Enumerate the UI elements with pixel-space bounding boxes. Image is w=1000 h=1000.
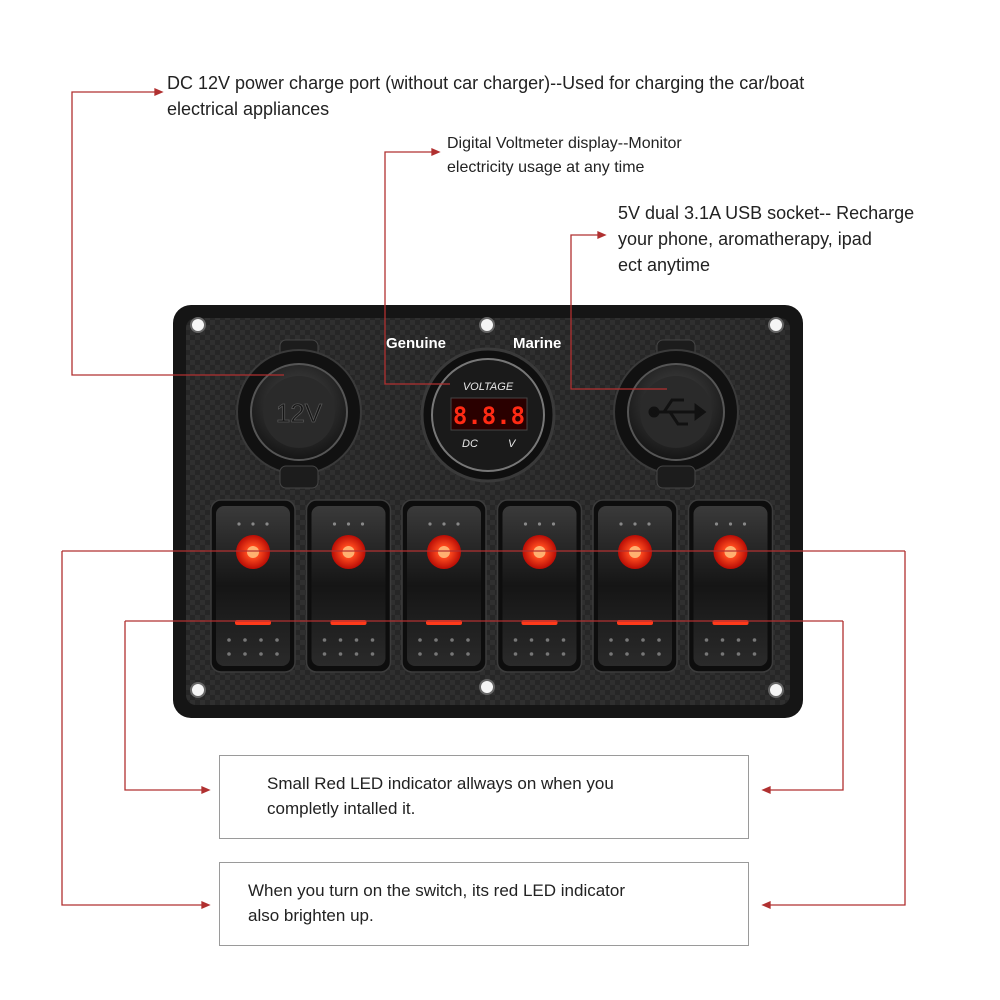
rocker-switch-4[interactable] bbox=[496, 499, 583, 673]
voltmeter-v: V bbox=[508, 438, 517, 450]
switch-on-callout: When you turn on the switch, its red LED… bbox=[219, 862, 749, 946]
rocker-switch-1[interactable] bbox=[210, 499, 296, 673]
screw-icon bbox=[190, 317, 784, 698]
rocker-switch-3[interactable] bbox=[401, 499, 487, 673]
usb-caption-line-3: ect anytime bbox=[618, 255, 711, 275]
digital-voltmeter: VOLTAGE 8.8.8 DC V bbox=[420, 347, 556, 483]
brand-genuine: Genuine bbox=[386, 335, 446, 352]
voltmeter-caption-line-2: electricity usage at any time bbox=[447, 159, 645, 176]
brand-marine: Marine bbox=[513, 335, 561, 352]
voltmeter-caption: Digital Voltmeter display--Monitor elect… bbox=[447, 132, 682, 180]
dc-port-caption: DC 12V power charge port (without car ch… bbox=[167, 70, 804, 122]
dc-port-caption-line-2: electrical appliances bbox=[167, 99, 330, 119]
voltmeter-caption-line-1: Digital Voltmeter display--Monitor bbox=[447, 135, 682, 152]
dc-port-caption-line-1: DC 12V power charge port (without car ch… bbox=[167, 73, 805, 93]
voltmeter-label: VOLTAGE bbox=[463, 381, 514, 393]
switch-on-line-2: also brighten up. bbox=[248, 906, 374, 925]
voltmeter-dc: DC bbox=[462, 438, 478, 450]
led-always-on-line-2: completly intalled it. bbox=[267, 799, 416, 818]
led-always-on-callout: Small Red LED indicator allways on when … bbox=[219, 755, 749, 839]
rocker-switch-2[interactable] bbox=[305, 499, 392, 673]
voltmeter-reading: 8.8.8 bbox=[453, 402, 525, 430]
rocker-switch-5[interactable] bbox=[592, 499, 678, 673]
annotation-lines bbox=[61, 88, 906, 909]
usb-caption: 5V dual 3.1A USB socket-- Recharge your … bbox=[618, 200, 914, 278]
power-socket-12v[interactable]: 12V bbox=[236, 339, 362, 489]
rocker-switch-6[interactable] bbox=[687, 499, 774, 673]
usb-icon bbox=[648, 398, 707, 426]
usb-socket[interactable] bbox=[613, 339, 739, 489]
usb-caption-line-2: your phone, aromatherapy, ipad bbox=[618, 229, 872, 249]
rocker-switch-row bbox=[210, 499, 774, 673]
usb-caption-line-1: 5V dual 3.1A USB socket-- Recharge bbox=[618, 203, 915, 223]
socket-12v-label: 12V bbox=[276, 398, 323, 428]
switch-on-line-1: When you turn on the switch, its red LED… bbox=[248, 881, 626, 900]
led-always-on-line-1: Small Red LED indicator allways on when … bbox=[267, 774, 614, 793]
